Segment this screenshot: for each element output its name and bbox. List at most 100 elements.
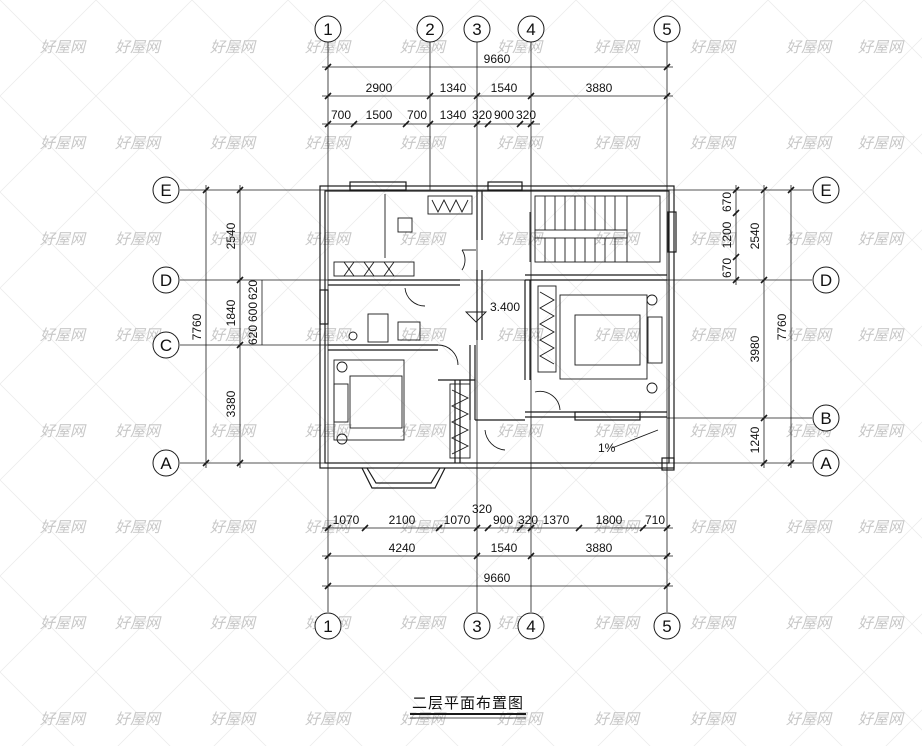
axis-right-A: A (820, 454, 832, 473)
dim-right-part-1: 3980 (748, 335, 762, 362)
dim-right-part-2: 1240 (748, 426, 762, 453)
axis-bottom-4: 4 (526, 617, 535, 636)
watermark-text: 好屋网 (210, 38, 257, 56)
watermark-text: 好屋网 (40, 710, 87, 728)
watermark-text: 好屋网 (115, 326, 162, 344)
watermark-text: 好屋网 (400, 710, 447, 728)
watermark-text: 好屋网 (210, 134, 257, 152)
dim-bottom-detail-2: 1070 (444, 513, 471, 527)
dim-bottom-detail-3: 320 (472, 502, 492, 516)
dim-bottom-mid-1: 1540 (491, 541, 518, 555)
watermark-text: 好屋网 (400, 326, 447, 344)
watermark-text: 好屋网 (786, 518, 833, 536)
watermark-text: 好屋网 (115, 518, 162, 536)
dim-bottom-detail-8: 710 (645, 513, 665, 527)
watermark-text: 好屋网 (210, 518, 257, 536)
axis-right-B: B (820, 409, 831, 428)
watermark-text: 好屋网 (858, 710, 905, 728)
watermark-text: 好屋网 (40, 518, 87, 536)
dim-right-detail-1: 1200 (720, 221, 734, 248)
watermark-text: 好屋网 (305, 38, 352, 56)
dim-right-part-0: 2540 (748, 222, 762, 249)
watermark-text: 好屋网 (497, 710, 544, 728)
watermark-text: 好屋网 (690, 710, 737, 728)
watermark-text: 好屋网 (594, 38, 641, 56)
watermark-text: 好屋网 (305, 326, 352, 344)
dim-right-outer: 7760 (775, 313, 789, 340)
dim-left-part-2: 3380 (224, 390, 238, 417)
dim-top-detail-1: 1500 (366, 108, 393, 122)
watermark-text: 好屋网 (400, 614, 447, 632)
dim-top-detail-6: 320 (516, 108, 536, 122)
dim-bottom-detail-4: 900 (493, 513, 513, 527)
watermark-text: 好屋网 (786, 230, 833, 248)
watermark-text: 好屋网 (400, 38, 447, 56)
dim-top-detail-3: 1340 (440, 108, 467, 122)
axis-left-D: D (160, 271, 172, 290)
dim-bottom-mid-2: 3880 (586, 541, 613, 555)
watermark-text: 好屋网 (115, 134, 162, 152)
watermark-text: 好屋网 (786, 614, 833, 632)
watermark-layer: 好屋网好屋网好屋网好屋网好屋网好屋网好屋网好屋网好屋网好屋网好屋网好屋网好屋网好… (40, 38, 905, 728)
dim-bottom-detail-5: 320 (518, 513, 538, 527)
watermark-text: 好屋网 (40, 134, 87, 152)
watermark-text: 好屋网 (690, 422, 737, 440)
watermark-text: 好屋网 (858, 230, 905, 248)
watermark-text: 好屋网 (594, 614, 641, 632)
dim-bottom-detail-1: 2100 (389, 513, 416, 527)
watermark-text: 好屋网 (40, 422, 87, 440)
axis-right-E: E (820, 181, 831, 200)
watermark-text: 好屋网 (40, 326, 87, 344)
watermark-text: 好屋网 (497, 422, 544, 440)
axis-top-1: 1 (323, 20, 332, 39)
dim-top-detail-5: 900 (494, 108, 514, 122)
axis-top-2: 2 (425, 20, 434, 39)
watermark-text: 好屋网 (400, 422, 447, 440)
watermark-text: 好屋网 (305, 710, 352, 728)
watermark-text: 好屋网 (210, 230, 257, 248)
watermark-text: 好屋网 (400, 230, 447, 248)
watermark-text: 好屋网 (690, 518, 737, 536)
watermark-text: 好屋网 (858, 422, 905, 440)
dim-left-part-1: 1840 (224, 299, 238, 326)
watermark-text: 好屋网 (305, 230, 352, 248)
watermark-text: 好屋网 (40, 614, 87, 632)
building-walls (319, 181, 677, 489)
dim-top-detail-4: 320 (472, 108, 492, 122)
watermark-text: 好屋网 (594, 422, 641, 440)
slope-label: 1% (598, 441, 616, 455)
dim-left-detail-1: 600 (246, 302, 260, 322)
dim-top-total: 9660 (484, 52, 511, 66)
watermark-text: 好屋网 (858, 134, 905, 152)
axis-top-5: 5 (662, 20, 671, 39)
axis-right-D: D (820, 271, 832, 290)
watermark-text: 好屋网 (210, 326, 257, 344)
axis-left-C: C (160, 336, 172, 355)
watermark-text: 好屋网 (594, 518, 641, 536)
drawing-title: 二层平面布置图 (412, 694, 524, 712)
watermark-text: 好屋网 (594, 710, 641, 728)
watermark-text: 好屋网 (497, 134, 544, 152)
axis-left-E: E (160, 181, 171, 200)
axis-bottom-1: 1 (323, 617, 332, 636)
watermark-text: 好屋网 (858, 326, 905, 344)
axis-bottom-3: 3 (472, 617, 481, 636)
axis-bubbles (152, 15, 840, 640)
furniture (333, 194, 663, 459)
watermark-text: 好屋网 (858, 38, 905, 56)
watermark-text: 好屋网 (497, 326, 544, 344)
axis-left-A: A (160, 454, 172, 473)
watermark-text: 好屋网 (115, 230, 162, 248)
watermark-text: 好屋网 (400, 134, 447, 152)
dim-bottom-total: 9660 (484, 571, 511, 585)
watermark-text: 好屋网 (786, 134, 833, 152)
watermark-text: 好屋网 (400, 518, 447, 536)
watermark-text: 好屋网 (594, 134, 641, 152)
watermark-text: 好屋网 (690, 614, 737, 632)
dim-left-outer: 7760 (190, 313, 204, 340)
watermark-text: 好屋网 (305, 422, 352, 440)
axis-top-4: 4 (526, 20, 535, 39)
dimension-lines (202, 63, 795, 590)
